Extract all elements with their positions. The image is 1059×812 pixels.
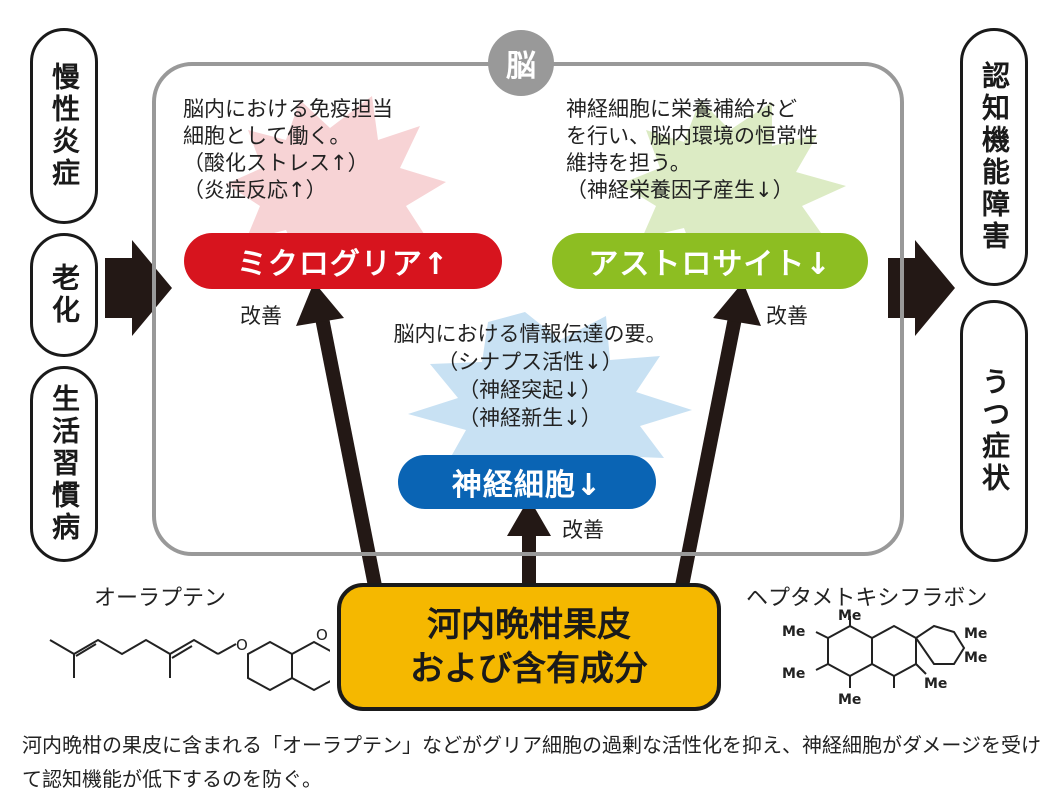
auraptene-o-label: O — [316, 626, 328, 644]
compound-name-auraptene: オーラプテン — [94, 586, 227, 611]
caption: 河内晩柑の果皮に含まれる「オーラプテン」などがグリア細胞の過剰な活性化を抑え、神… — [22, 733, 1041, 791]
outcome-box-depression: うつ症状 — [960, 300, 1028, 562]
cause-label: 老化 — [48, 263, 81, 327]
neuron-description: 脳内における情報伝達の要。 （シナプス活性↓） （神経突起↓） （神経新生↓） — [340, 320, 720, 432]
improve-label-neuron: 改善 — [562, 518, 604, 542]
microglia-pill: ミクログリア↑ — [184, 233, 502, 289]
auraptene-structure: O O — [49, 626, 330, 692]
result-box: 河内晩柑果皮 および含有成分 — [337, 583, 721, 711]
improve-label-astrocyte: 改善 — [766, 304, 808, 328]
neuron-pill: 神経細胞↓ — [398, 455, 656, 509]
cause-label: 慢性炎症 — [48, 62, 81, 190]
auraptene-o-label: O — [236, 636, 248, 654]
improve-arrow-microglia-head — [296, 282, 344, 326]
improve-label-microglia: 改善 — [240, 304, 282, 328]
methoxy-label: Me — [964, 626, 987, 642]
cause-label: 生活習慣病 — [48, 384, 81, 544]
result-line: および含有成分 — [410, 649, 648, 689]
neuron-desc-line: （神経突起↓） — [458, 378, 602, 402]
right-flow-arrow — [888, 240, 955, 336]
improve-arrow-astrocyte-head — [713, 282, 761, 326]
methoxy-label: Me — [838, 692, 861, 708]
improve-arrow-microglia-shaft — [315, 316, 382, 588]
left-flow-arrow — [105, 240, 172, 336]
compound-name-heptamethoxyflavone: ヘプタメトキシフラボン — [746, 586, 988, 611]
improve-arrow-astrocyte-shaft — [675, 316, 742, 588]
microglia-description: 脳内における免疫担当 細胞として働く。 （酸化ストレス↑） （炎症反応↑） — [183, 97, 393, 202]
improve-arrow-neuron-head — [507, 498, 551, 536]
outcome-box-cognitive-impairment: 認知機能障害 — [960, 28, 1028, 286]
methoxy-label: Me — [782, 666, 805, 682]
methoxy-label: Me — [838, 608, 861, 624]
microglia-burst — [226, 96, 446, 262]
neuron-burst — [408, 312, 692, 480]
astrocyte-pill: アストロサイト↓ — [552, 233, 868, 289]
astrocyte-description: 神経細胞に栄養補給など を行い、脳内環境の恒常性 維持を担う。 （神経栄養因子産… — [566, 97, 818, 202]
cause-box-aging: 老化 — [30, 233, 98, 357]
neuron-desc-line: （神経新生↓） — [458, 406, 602, 430]
methoxy-label: Me — [924, 676, 947, 692]
methoxy-label: Me — [964, 650, 987, 666]
astrocyte-burst — [620, 100, 846, 262]
heptamethoxyflavone-structure: Me Me Me Me Me Me Me — [782, 608, 987, 708]
cause-box-chronic-inflammation: 慢性炎症 — [30, 28, 98, 224]
outcome-label: 認知機能障害 — [978, 61, 1011, 253]
cause-box-lifestyle-disease: 生活習慣病 — [30, 366, 98, 562]
result-line: 河内晩柑果皮 — [427, 605, 631, 645]
brain-label: 脳 — [488, 30, 554, 96]
neuron-desc-line: 脳内における情報伝達の要。 — [393, 322, 667, 346]
methoxy-label: Me — [782, 624, 805, 640]
outcome-label: うつ症状 — [978, 367, 1011, 495]
neuron-desc-line: （シナプス活性↓） — [437, 350, 623, 374]
